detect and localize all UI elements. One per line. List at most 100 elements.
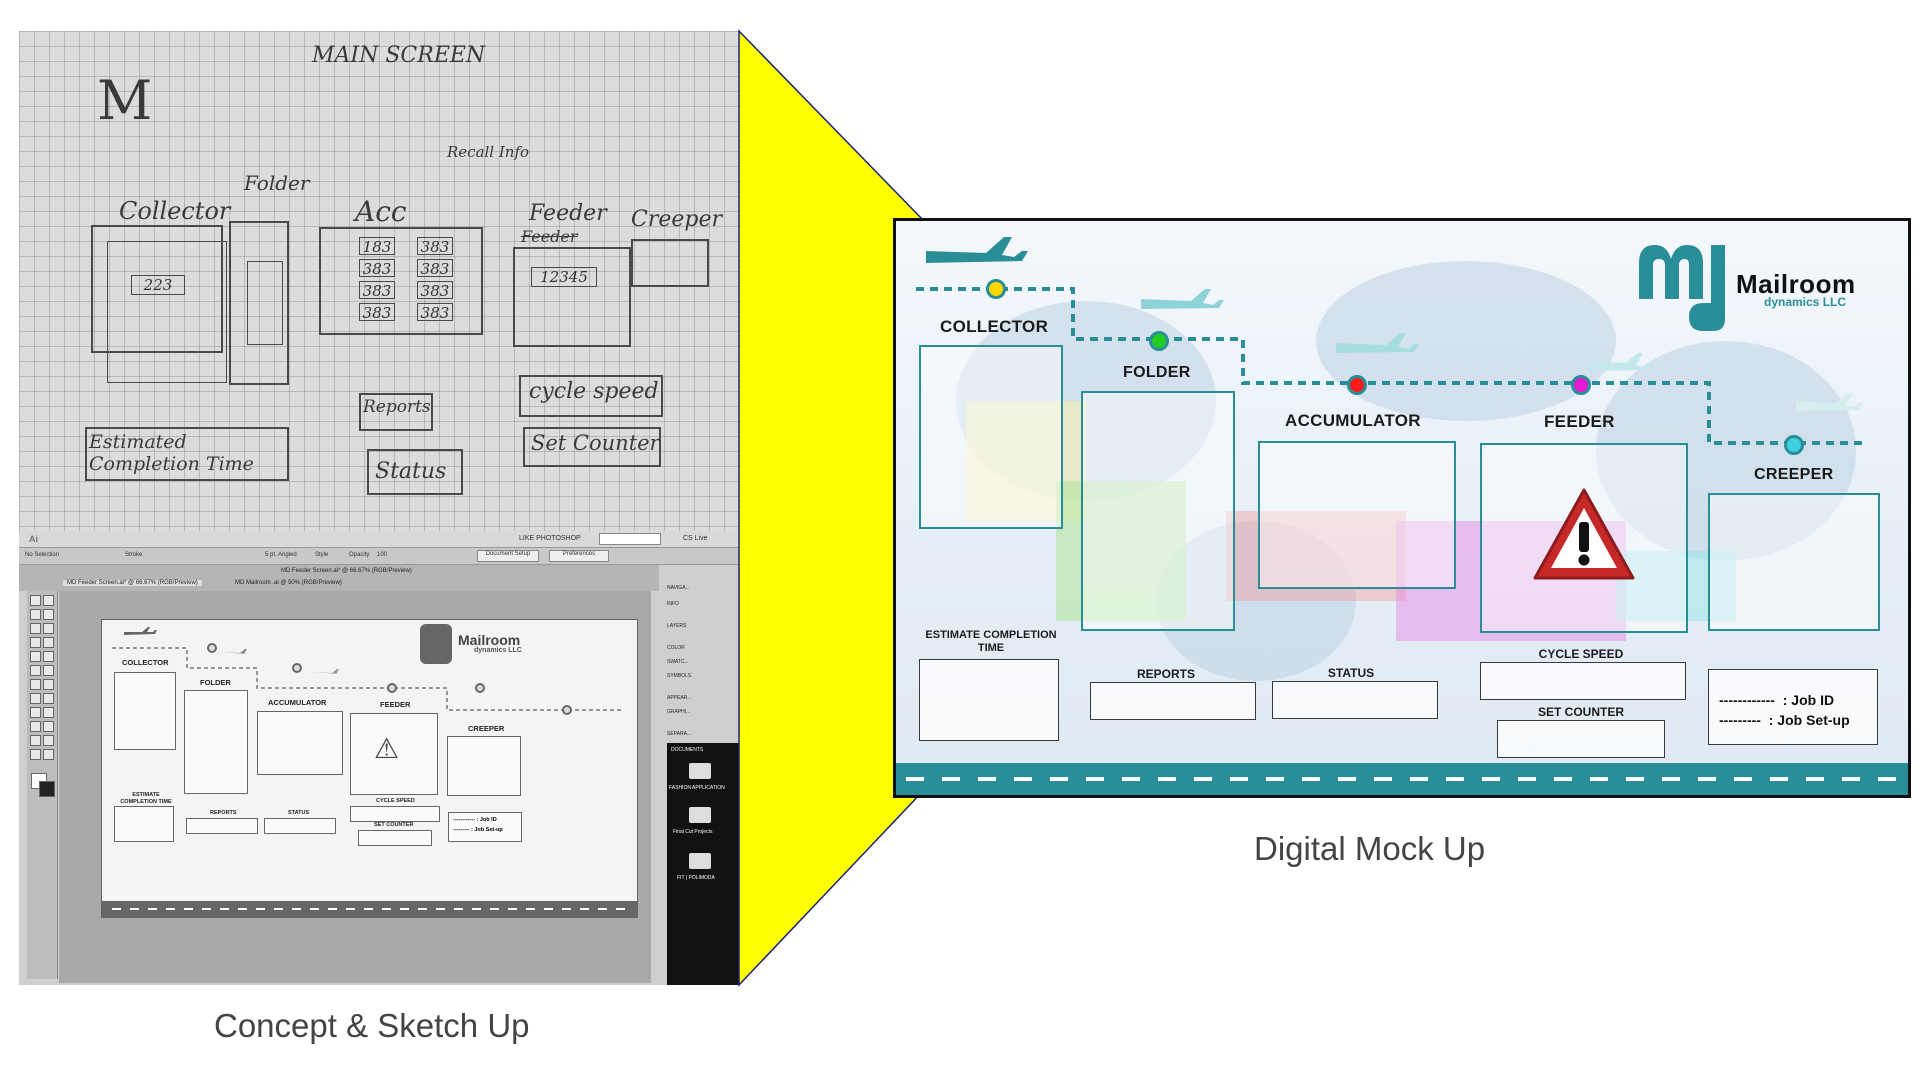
graph-tool-icon[interactable] <box>43 693 54 704</box>
folder-icon[interactable] <box>689 807 711 823</box>
road-dash <box>562 908 571 910</box>
cycle-speed-field[interactable] <box>1480 662 1686 700</box>
pen-tool-icon[interactable] <box>30 623 41 634</box>
blend-tool-icon[interactable] <box>43 721 54 732</box>
sketch-label-feeder: Feeder <box>529 201 607 226</box>
reports-field[interactable] <box>1090 682 1256 720</box>
mini-job-box: ------------ : Job ID --------- : Job Se… <box>448 812 522 842</box>
ai-tab-mailroom[interactable]: MD Mailroom .ai @ 50% (RGB/Preview) <box>235 580 342 586</box>
status-field[interactable] <box>1272 681 1438 719</box>
road-dash <box>1086 777 1104 781</box>
folder-icon[interactable] <box>689 763 711 779</box>
warp-tool-icon[interactable] <box>30 679 41 690</box>
magic-wand-tool-icon[interactable] <box>30 609 41 620</box>
mini-label-feeder: FEEDER <box>380 700 411 709</box>
mini-job-id: ------------ : Job ID <box>453 817 497 823</box>
ai-brush-select[interactable]: 5 pt. Angled <box>265 552 297 558</box>
ai-workspace-menu[interactable]: LIKE PHOTOSHOP <box>519 535 581 542</box>
road-dash <box>166 908 175 910</box>
ai-panel-item[interactable]: SEPARA... <box>667 731 692 737</box>
folder-icon[interactable] <box>689 853 711 869</box>
dock-item-documents[interactable]: DOCUMENTS <box>671 747 704 753</box>
mini-warning-icon: ⚠ <box>374 733 400 764</box>
ai-search-input[interactable] <box>599 533 661 545</box>
sketch-label-acc: Acc <box>355 195 407 228</box>
road-dash <box>220 908 229 910</box>
mini-cycle-field <box>350 806 440 822</box>
ai-opacity-value[interactable]: 100 <box>377 552 388 558</box>
digital-mockup: Mailroom dynamics LLC COLLECTOR FOLDER A… <box>893 218 1911 798</box>
ai-panel-item[interactable]: LAYERS <box>667 623 687 629</box>
road-dash <box>1302 777 1320 781</box>
road-dash <box>1266 777 1284 781</box>
stroke-swatch-icon[interactable] <box>39 781 55 797</box>
road-dash <box>1410 777 1428 781</box>
eraser-tool-icon[interactable] <box>43 735 54 746</box>
sketch-label-reports: Reports <box>363 397 431 417</box>
ai-panel-item[interactable]: SYMBOLS <box>667 673 692 679</box>
symbol-sprayer-tool-icon[interactable] <box>30 693 41 704</box>
sketch-feeder-value: 12345 <box>531 267 597 287</box>
road-dash <box>1554 777 1572 781</box>
estimate-field[interactable] <box>919 659 1059 741</box>
creeper-frame[interactable] <box>1708 493 1880 631</box>
job-id-row: ------------ : Job ID <box>1719 692 1834 708</box>
set-counter-field[interactable] <box>1497 720 1665 758</box>
ai-artboard[interactable]: Mailroom dynamics LLC COLLECTOR FOLDER A… <box>101 619 638 918</box>
ai-toolbox <box>27 591 58 979</box>
mini-job-id-label: : Job ID <box>476 817 497 823</box>
slice-tool-icon[interactable] <box>30 735 41 746</box>
lasso-tool-icon[interactable] <box>43 609 54 620</box>
sketch-feeder-box <box>513 247 631 347</box>
dock-item-fashion[interactable]: FASHION APPLICATION <box>669 785 725 791</box>
pencil-tool-icon[interactable] <box>43 651 54 662</box>
ai-preferences-button[interactable]: Preferences <box>549 550 609 562</box>
free-transform-tool-icon[interactable] <box>43 679 54 690</box>
hand-tool-icon[interactable] <box>30 749 41 760</box>
line-tool-icon[interactable] <box>30 637 41 648</box>
sketch-collector-box-2 <box>107 241 227 383</box>
rotate-tool-icon[interactable] <box>30 665 41 676</box>
accumulator-frame[interactable] <box>1258 441 1456 589</box>
concept-panel: MAIN SCREEN M Collector 223 Folder Acc R… <box>19 31 739 985</box>
scale-tool-icon[interactable] <box>43 665 54 676</box>
road-dash <box>1662 777 1680 781</box>
eyedropper-tool-icon[interactable] <box>30 721 41 732</box>
sketch-folder-box <box>229 221 289 385</box>
ai-panel-item[interactable]: GRAPHI... <box>667 709 691 715</box>
mini-label-status: STATUS <box>288 810 310 816</box>
ai-panel-item[interactable]: INFO <box>667 601 679 607</box>
direct-selection-tool-icon[interactable] <box>43 595 54 606</box>
road-dash <box>1230 777 1248 781</box>
rectangle-tool-icon[interactable] <box>43 637 54 648</box>
road-dash <box>184 908 193 910</box>
dock-item-final-cut[interactable]: Final Cut Projects <box>673 829 713 835</box>
warning-icon <box>1533 488 1635 580</box>
collector-frame[interactable] <box>919 345 1063 529</box>
road-dash <box>130 908 139 910</box>
road-dash <box>1806 777 1824 781</box>
gradient-tool-icon[interactable] <box>43 707 54 718</box>
ai-cs-live[interactable]: CS Live <box>683 535 708 542</box>
ai-panel-item[interactable]: NAVIGA... <box>667 585 690 591</box>
selection-tool-icon[interactable] <box>30 595 41 606</box>
mini-feeder-frame <box>350 713 438 795</box>
ai-document-setup-button[interactable]: Document Setup <box>477 550 539 562</box>
ai-panel-item[interactable]: COLOR <box>667 645 685 651</box>
type-tool-icon[interactable] <box>43 623 54 634</box>
folder-frame[interactable] <box>1081 391 1235 631</box>
mailroom-logo-icon <box>1639 245 1725 331</box>
brush-tool-icon[interactable] <box>30 651 41 662</box>
road-dash <box>580 908 589 910</box>
ai-panel-item[interactable]: APPEAR... <box>667 695 692 701</box>
zoom-tool-icon[interactable] <box>43 749 54 760</box>
mini-label-cycle-speed: CYCLE SPEED <box>376 798 415 804</box>
road-dash <box>1158 777 1176 781</box>
ai-panel-item[interactable]: SWATC... <box>667 659 689 665</box>
ai-style-label: Style <box>315 552 329 558</box>
sketch-label-cycle-speed: cycle speed <box>529 379 659 404</box>
dock-item-fit[interactable]: FIT | POLIMODA <box>677 875 715 881</box>
mesh-tool-icon[interactable] <box>30 707 41 718</box>
ai-tab-feeder[interactable]: MD Feeder Screen.ai* @ 66.67% (RGB/Previ… <box>63 580 202 586</box>
label-cycle-speed: CYCLE SPEED <box>1538 647 1624 661</box>
